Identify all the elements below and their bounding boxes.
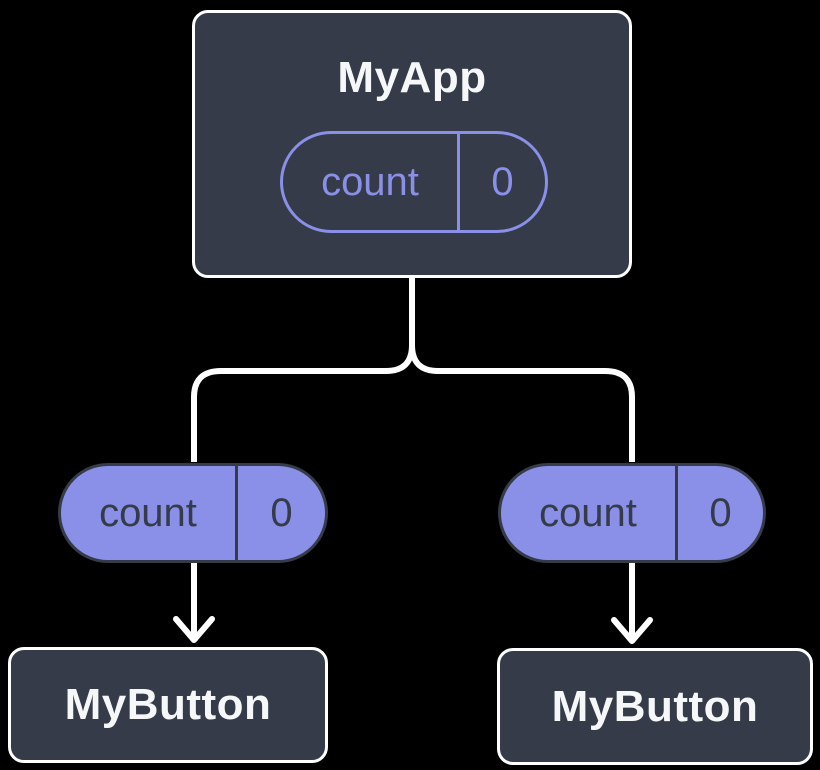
- branch-line-right: [409, 278, 635, 462]
- arrow-right-head: [611, 617, 653, 644]
- prop-name-label-right: count: [539, 490, 637, 535]
- branch-line-left: [191, 278, 415, 462]
- arrow-left-head: [173, 616, 215, 643]
- myapp-component-box: MyApp count 0: [192, 10, 632, 278]
- mybutton-left-title: MyButton: [64, 680, 272, 729]
- prop-name-label-left: count: [99, 490, 197, 535]
- state-pill: count 0: [280, 131, 548, 233]
- myapp-title: MyApp: [337, 53, 487, 102]
- mybutton-left-component-box: MyButton: [8, 647, 328, 763]
- prop-pill-left: count 0: [58, 463, 328, 563]
- mybutton-right-component-box: MyButton: [497, 648, 813, 765]
- prop-pill-right: count 0: [498, 463, 766, 563]
- mybutton-right-title: MyButton: [551, 681, 759, 731]
- state-value-label: 0: [457, 134, 545, 230]
- prop-value-label-right: 0: [675, 466, 763, 560]
- state-name-label: count: [321, 159, 419, 204]
- prop-value-label-left: 0: [235, 466, 325, 560]
